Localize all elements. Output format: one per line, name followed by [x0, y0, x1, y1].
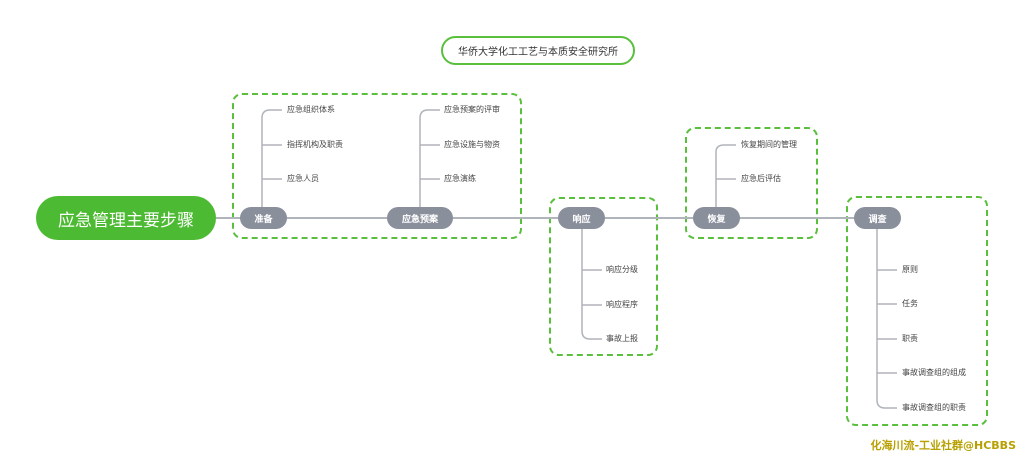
watermark-text: 化海川流-工业社群@HCBBS [870, 439, 1016, 452]
list-item: 事故调查组的组成 [902, 368, 966, 377]
stage-investigation: 调查 [854, 207, 901, 229]
list-item: 原则 [902, 265, 918, 274]
stage-response: 响应 [558, 207, 605, 229]
list-item: 响应程序 [606, 300, 638, 309]
list-item: 应急人员 [287, 174, 319, 183]
list-item: 事故上报 [606, 334, 638, 343]
institute-title: 华侨大学化工工艺与本质安全研究所 [441, 36, 635, 65]
group-box-preparation [232, 93, 522, 239]
group-box-response [549, 197, 658, 356]
main-connector-line [216, 217, 856, 219]
list-item: 恢复期间的管理 [741, 140, 797, 149]
stage-preparation: 准备 [240, 207, 287, 229]
list-item: 指挥机构及职责 [287, 140, 343, 149]
group-box-recovery [685, 127, 818, 239]
list-item: 应急演练 [444, 174, 476, 183]
list-item: 事故调查组的职责 [902, 403, 966, 412]
stage-recovery: 恢复 [693, 207, 740, 229]
list-item: 任务 [902, 299, 918, 308]
group-box-investigation [846, 196, 988, 426]
list-item: 职责 [902, 334, 918, 343]
list-item: 应急后评估 [741, 174, 781, 183]
stage-emergency-plan: 应急预案 [387, 207, 453, 229]
list-item: 应急预案的评审 [444, 105, 500, 114]
list-item: 应急组织体系 [287, 105, 335, 114]
list-item: 响应分级 [606, 265, 638, 274]
root-node: 应急管理主要步骤 [36, 196, 216, 240]
list-item: 应急设施与物资 [444, 140, 500, 149]
